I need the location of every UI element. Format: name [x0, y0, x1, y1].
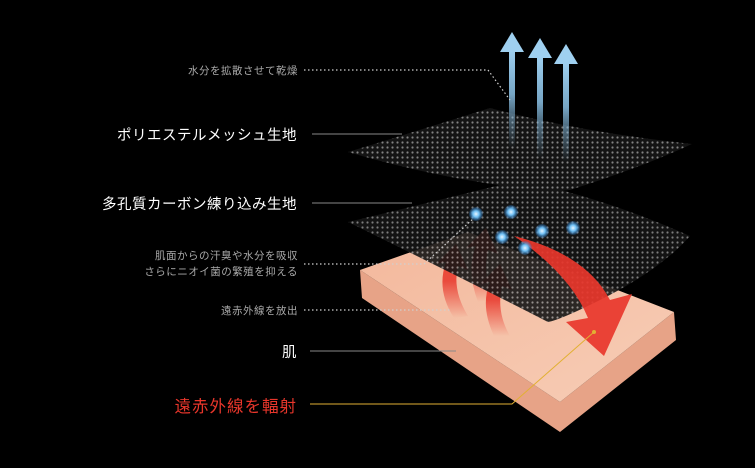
- skin-block-side: [360, 270, 676, 432]
- leader-radiate: [310, 331, 595, 405]
- polyester-mesh-layer: [348, 108, 692, 193]
- leader-lines: [304, 69, 596, 405]
- radiating-heat-arrow-icon: [514, 236, 632, 356]
- label-skin: 肌: [282, 345, 297, 361]
- label-emit-far-infrared: 遠赤外線を放出: [221, 305, 298, 317]
- water-droplet-dot-icon: [518, 241, 532, 255]
- leader-radiate-dot: [592, 330, 596, 334]
- label-radiate-far-infrared: 遠赤外線を輻射: [174, 397, 297, 416]
- label-carbon-fabric: 多孔質カーボン練り込み生地: [102, 197, 297, 213]
- moisture-dots: [469, 205, 580, 255]
- up-arrow-icon: [554, 44, 578, 162]
- skin-block-top: [360, 232, 674, 402]
- water-droplet-dot-icon: [535, 224, 549, 238]
- up-arrow-icon: [500, 32, 524, 148]
- skin-block: [360, 232, 676, 432]
- water-droplet-dot-icon: [566, 221, 580, 235]
- water-droplet-dot-icon: [504, 205, 518, 219]
- label-polyester-mesh: ポリエステルメッシュ生地: [117, 128, 297, 144]
- up-arrow-icon: [528, 38, 552, 158]
- label-absorb-line2: さらにニオイ菌の繁殖を抑える: [144, 266, 298, 278]
- water-droplet-dot-icon: [495, 230, 509, 244]
- label-evaporate: 水分を拡散させて乾燥: [188, 65, 298, 77]
- leader-evaporate: [304, 69, 511, 101]
- leader-absorb: [304, 217, 475, 265]
- evaporation-arrows: [500, 32, 578, 162]
- water-droplet-dot-icon: [469, 207, 483, 221]
- label-absorb-line1: 肌面からの汗臭や水分を吸収: [155, 250, 298, 262]
